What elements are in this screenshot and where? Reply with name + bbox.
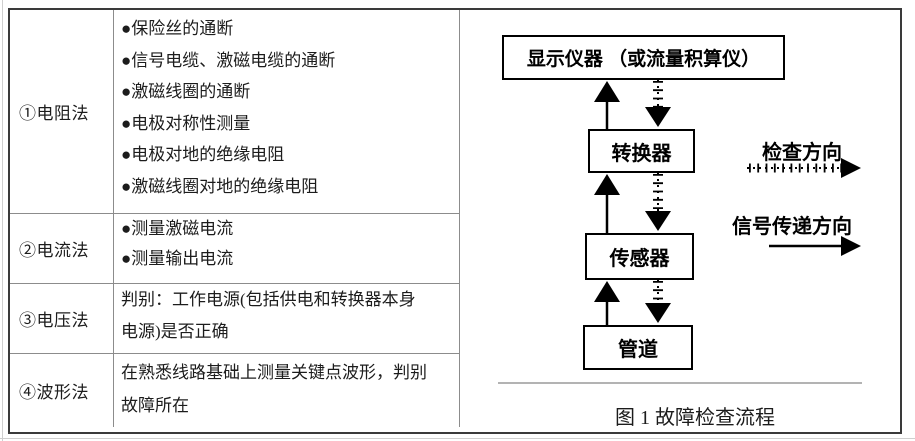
bullet-line: ●电极对称性测量 <box>121 113 251 133</box>
check-direction-arrow-icon <box>747 158 861 178</box>
desc-cell-voltage: 判别：工作电源(包括供电和转换器本身 电源)是否正确 <box>114 284 460 354</box>
method-label: ④波形法 <box>19 383 89 402</box>
text-line: 故障所在 <box>121 396 189 415</box>
figure-cell: 显示仪器 （或流量积算仪） 转换器 传感器 管道 检查方向 信号传递方向 图 1… <box>460 10 900 432</box>
flow-box-label: 传感器 <box>609 248 670 270</box>
desc-cell-current: ●测量激磁电流 ●测量输出电流 <box>114 214 460 284</box>
method-label: ①电阻法 <box>19 104 89 123</box>
bullet-line: ●信号电缆、激磁电缆的通断 <box>121 50 336 70</box>
figure-caption: 图 1 故障检查流程 <box>615 407 775 429</box>
flow-box-pipe: 管道 <box>583 325 693 370</box>
signal-direction-arrow-icon <box>769 236 861 256</box>
fault-check-methods-table: ①电阻法 ●保险丝的通断 ●信号电缆、激磁电缆的通断 ●激磁线圈的通断 ●电极对… <box>8 8 902 434</box>
page-edge-line-bottom <box>0 438 915 439</box>
flowchart-arrows <box>498 80 862 384</box>
page-edge-line-left <box>2 0 3 441</box>
legend-check-direction-label: 检查方向 <box>762 142 842 164</box>
method-label: ②电流法 <box>19 241 89 260</box>
method-cell-current: ②电流法 <box>10 214 114 284</box>
flow-box-label: 管道 <box>618 339 658 361</box>
method-label: ③电压法 <box>19 311 89 330</box>
check-down-arrow <box>645 280 671 323</box>
signal-up-arrow <box>594 281 620 325</box>
text-line: 判别：工作电源(包括供电和转换器本身 <box>121 290 416 309</box>
method-cell-voltage: ③电压法 <box>10 284 114 354</box>
bullet-line: ●保险丝的通断 <box>121 19 234 38</box>
bullet-line: ●测量输出电流 <box>121 249 234 268</box>
bullet-line: ●电极对地的绝缘电阻 <box>121 145 285 165</box>
flow-box-sensor: 传感器 <box>585 233 694 280</box>
flow-box-label: 显示仪器 （或流量积算仪） <box>526 49 761 70</box>
flow-box-converter: 转换器 <box>588 129 695 173</box>
desc-cell-resistance: ●保险丝的通断 ●信号电缆、激磁电缆的通断 ●激磁线圈的通断 ●电极对称性测量 … <box>114 10 460 214</box>
bullet-line: ●激磁线圈对地的绝缘电阻 <box>121 176 319 196</box>
check-down-arrow <box>645 80 671 127</box>
signal-up-arrow <box>594 174 620 233</box>
text-line: 电源)是否正确 <box>121 322 229 341</box>
method-cell-waveform: ④波形法 <box>10 354 114 427</box>
flow-box-display-instrument: 显示仪器 （或流量积算仪） <box>502 35 785 80</box>
check-down-arrow <box>645 173 671 231</box>
text-line: 在熟悉线路基础上测量关键点波形，判别 <box>121 363 427 382</box>
legend-signal-direction-label: 信号传递方向 <box>732 216 852 238</box>
bullet-line: ●测量激磁电流 <box>121 219 234 238</box>
desc-cell-waveform: 在熟悉线路基础上测量关键点波形，判别 故障所在 <box>114 354 460 427</box>
flow-box-label: 转换器 <box>611 142 672 165</box>
method-cell-resistance: ①电阻法 <box>10 10 114 214</box>
signal-up-arrow <box>594 81 620 129</box>
bullet-line: ●激磁线圈的通断 <box>121 82 251 102</box>
